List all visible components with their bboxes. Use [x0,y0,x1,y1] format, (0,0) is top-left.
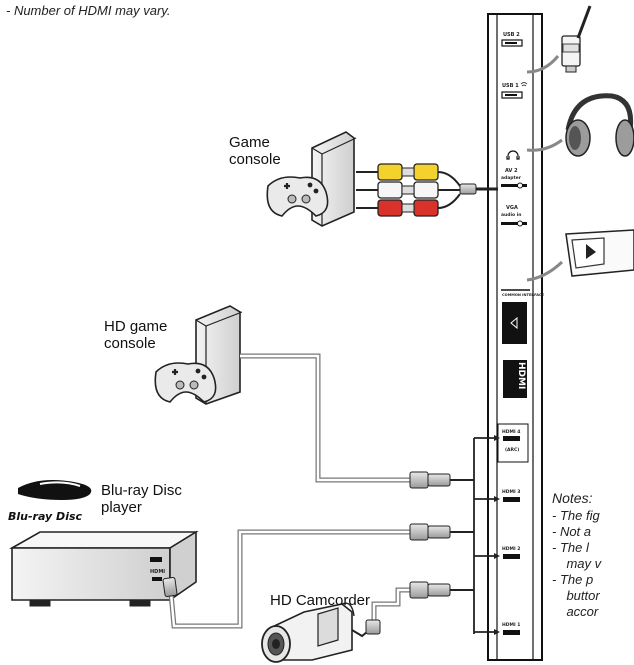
hdmi-cable-bluray-player [162,523,474,629]
hdmi2-label: HDMI 2 [502,546,520,552]
hdmi4-label: HDMI 4 [502,429,520,435]
wifi-icon [520,82,528,87]
notes-line: may v [552,556,602,571]
bluray-logo-text: Blu-ray Disc [8,510,83,523]
usb1-label: USB 1 [502,83,519,89]
common-interface-label: COMMON INTERFACE [502,293,545,297]
av-rca-cable [355,163,498,217]
hdmi-logo-text: HDMI [516,362,526,389]
tv-side-panel: USB 2 USB 1 AV 2 adapter VGA audio in [487,13,545,661]
hdmi-cable-camcorder [351,581,474,638]
notes-line: - The l [552,540,589,555]
hdmi-port-bracket [473,435,500,635]
notes-line: buttor [552,588,600,603]
bluray-player-label: Blu-ray Disc player [101,482,182,516]
hd-game-console-icon [154,305,243,405]
hdmi1-label: HDMI 1 [502,622,520,628]
common-interface-slot[interactable]: COMMON INTERFACE [501,289,545,344]
notes-heading: Notes: [552,490,593,506]
camcorder-icon [261,602,355,663]
hdmi3-port[interactable]: HDMI 3 [502,489,520,502]
vga-label: VGA [506,205,518,211]
hdmi4-port[interactable]: HDMI 4 (ARC) [497,423,529,463]
game-console-icon [266,131,357,227]
vga-sub-label: audio in [501,212,521,218]
bluray-logo: Blu-ray Disc [8,480,92,523]
ci-arrow-icon [510,316,518,330]
hdmi-logo: HDMI [503,360,527,398]
usb-wifi-dongle [526,5,592,74]
av2-sub-label: adapter [501,175,522,181]
bluray-player-icon: HDMI [8,530,199,607]
player-hdmi-label: HDMI [150,569,165,575]
hd-game-console-label: HD game console [104,318,168,352]
camcorder-label: HD Camcorder [270,592,371,609]
hdmi-cable-hd-game-console [240,353,474,489]
headphone-icon [506,150,520,160]
headphone-jack[interactable] [506,150,520,160]
hdmi2-port[interactable]: HDMI 2 [502,546,520,559]
vga-audio-port[interactable]: VGA audio in [501,205,527,227]
av2-label: AV 2 [505,168,518,174]
usb2-port[interactable]: USB 2 [501,32,523,47]
headphones-icon [526,93,634,157]
usb1-port[interactable]: USB 1 [501,82,528,99]
hdmi-count-note: - Number of HDMI may vary. [6,3,171,18]
notes-line: accor [552,604,599,619]
game-console-label: Game console [229,134,281,168]
usb2-label: USB 2 [503,32,520,38]
av2-port[interactable]: AV 2 adapter [501,168,527,189]
hdmi3-label: HDMI 3 [502,489,520,495]
ci-card-icon [526,229,634,282]
notes-line: - Not a [552,524,592,539]
hdmi4-arc-label: (ARC) [505,447,519,453]
hdmi1-port[interactable]: HDMI 1 [502,622,520,635]
notes-line: - The p [552,572,594,587]
notes-line: - The fig [552,508,600,523]
notes-block: Notes: - The fig - Not a - The l may v -… [552,490,634,620]
